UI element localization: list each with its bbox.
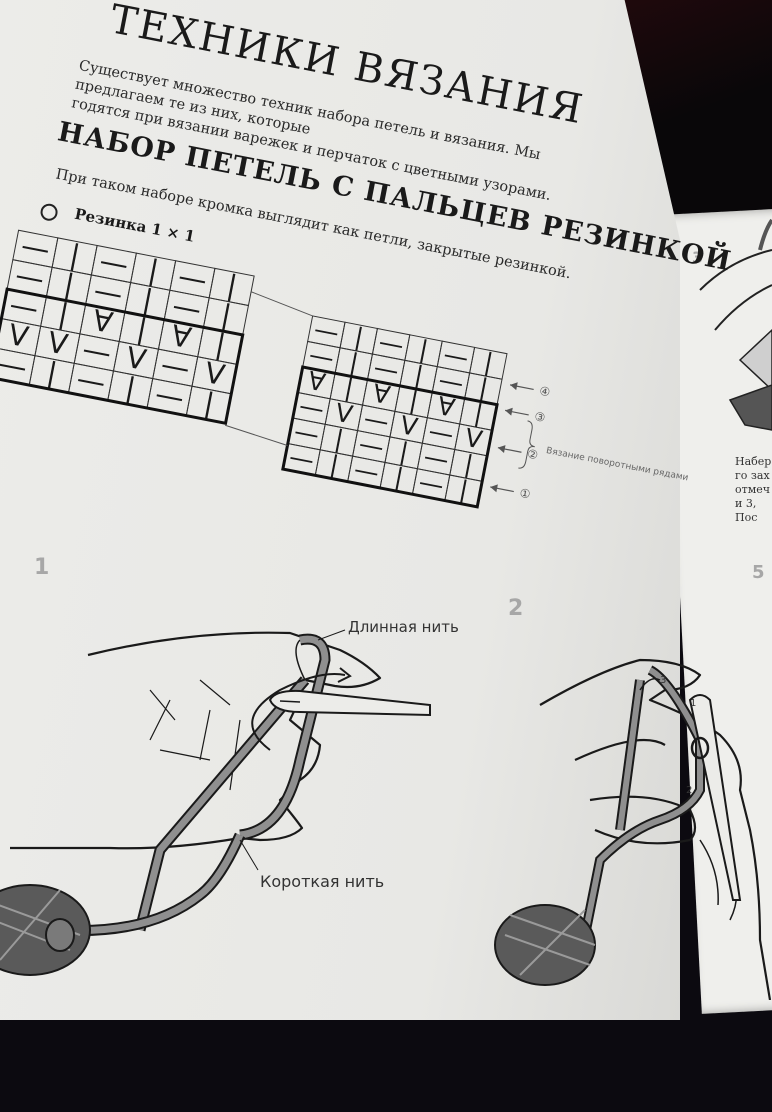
right-yarn-2-fill — [617, 679, 643, 831]
step-number-1: 1 — [34, 555, 50, 580]
chart-border — [0, 287, 245, 426]
yarn-ball-right — [494, 904, 596, 986]
right-arrow-icon — [639, 678, 661, 691]
needle — [268, 689, 431, 717]
arrow-head-icon — [497, 445, 506, 453]
chart-symbol: — — [376, 327, 406, 360]
left-hand-drawing — [10, 631, 382, 850]
chart-right: —|—|—|—|—|—|∀|∀|∀|—V—V—V—|—|—|—|—|—| — [281, 314, 508, 509]
yarn-ball-end — [45, 918, 75, 952]
chart-symbol: ∀ — [370, 378, 392, 410]
right-line: Набер — [735, 455, 772, 468]
chart-symbol: V — [333, 398, 355, 430]
chart-symbol: V — [398, 410, 420, 442]
chart-symbol: V — [463, 423, 485, 455]
yarn-to-ball-fill — [59, 833, 244, 935]
right-line: го зах — [735, 469, 770, 482]
right-page-drawings — [699, 218, 772, 431]
chart-symbol: — — [91, 273, 125, 311]
right-step-5: 5 — [752, 562, 765, 583]
figure-number-1: 1 — [690, 698, 697, 709]
arrow-head-icon — [490, 484, 498, 493]
chart-symbol: — — [312, 314, 342, 347]
row-marker: ① — [518, 486, 531, 502]
chart-symbol: — — [421, 441, 451, 474]
figure-number-3: 3 — [660, 675, 667, 686]
chart-symbol: ∀ — [435, 391, 457, 423]
arrow-head-icon — [505, 407, 513, 416]
needle-eye — [279, 700, 301, 703]
leader-short — [239, 839, 259, 871]
right-step-3: 3 — [692, 248, 704, 267]
arrow-head-icon — [510, 382, 518, 391]
short-thread-label: Короткая нить — [260, 872, 385, 891]
hand-illustrations — [0, 629, 772, 1000]
row-marker: ③ — [533, 409, 546, 425]
right-line: отмеч — [735, 483, 771, 496]
chart-symbol: — — [362, 403, 392, 436]
chart-symbol: — — [153, 377, 187, 415]
loop — [690, 736, 710, 760]
chart-symbol: — — [74, 362, 108, 400]
main-page — [0, 0, 680, 1020]
long-thread-label: Длинная нить — [348, 618, 459, 636]
chart-symbol: — — [292, 416, 322, 449]
leader-long — [317, 629, 346, 641]
chart-symbol: — — [441, 339, 471, 372]
chart-symbol: ∀ — [306, 366, 328, 398]
step-number-2: 2 — [508, 596, 524, 621]
right-line: и 3, — [735, 497, 757, 510]
figure-number-2: 2 — [686, 785, 693, 796]
row-bracket — [518, 420, 535, 469]
row-marker: ④ — [538, 384, 551, 400]
row-marker: ② — [526, 447, 539, 463]
chart-symbol: — — [426, 416, 456, 449]
chart-symbol: — — [297, 391, 327, 424]
long-yarn-fill — [239, 635, 329, 839]
motion-arrow — [251, 673, 346, 751]
arrow-head-icon — [337, 667, 352, 683]
yarn-ball-left — [0, 884, 91, 976]
chart-symbol: — — [158, 348, 192, 386]
chart-symbol: — — [80, 332, 114, 370]
yarn-ball-right-texture — [504, 909, 596, 976]
chart-symbol: — — [13, 258, 47, 296]
chart-symbol: — — [170, 289, 204, 327]
chart-symbol: — — [175, 259, 209, 297]
right-yarn-fill — [577, 667, 703, 961]
chart-connector-line — [250, 291, 313, 317]
chart-border — [281, 365, 499, 509]
right-page-text: Набер го зах отмеч и 3, Пос — [735, 455, 771, 525]
chart-connector-line — [225, 424, 288, 446]
right-needle — [688, 694, 742, 901]
right-line: Пос — [735, 511, 758, 524]
chart-symbol: — — [97, 244, 131, 282]
chart-symbol: — — [357, 429, 387, 462]
chart-symbol: — — [18, 229, 52, 267]
